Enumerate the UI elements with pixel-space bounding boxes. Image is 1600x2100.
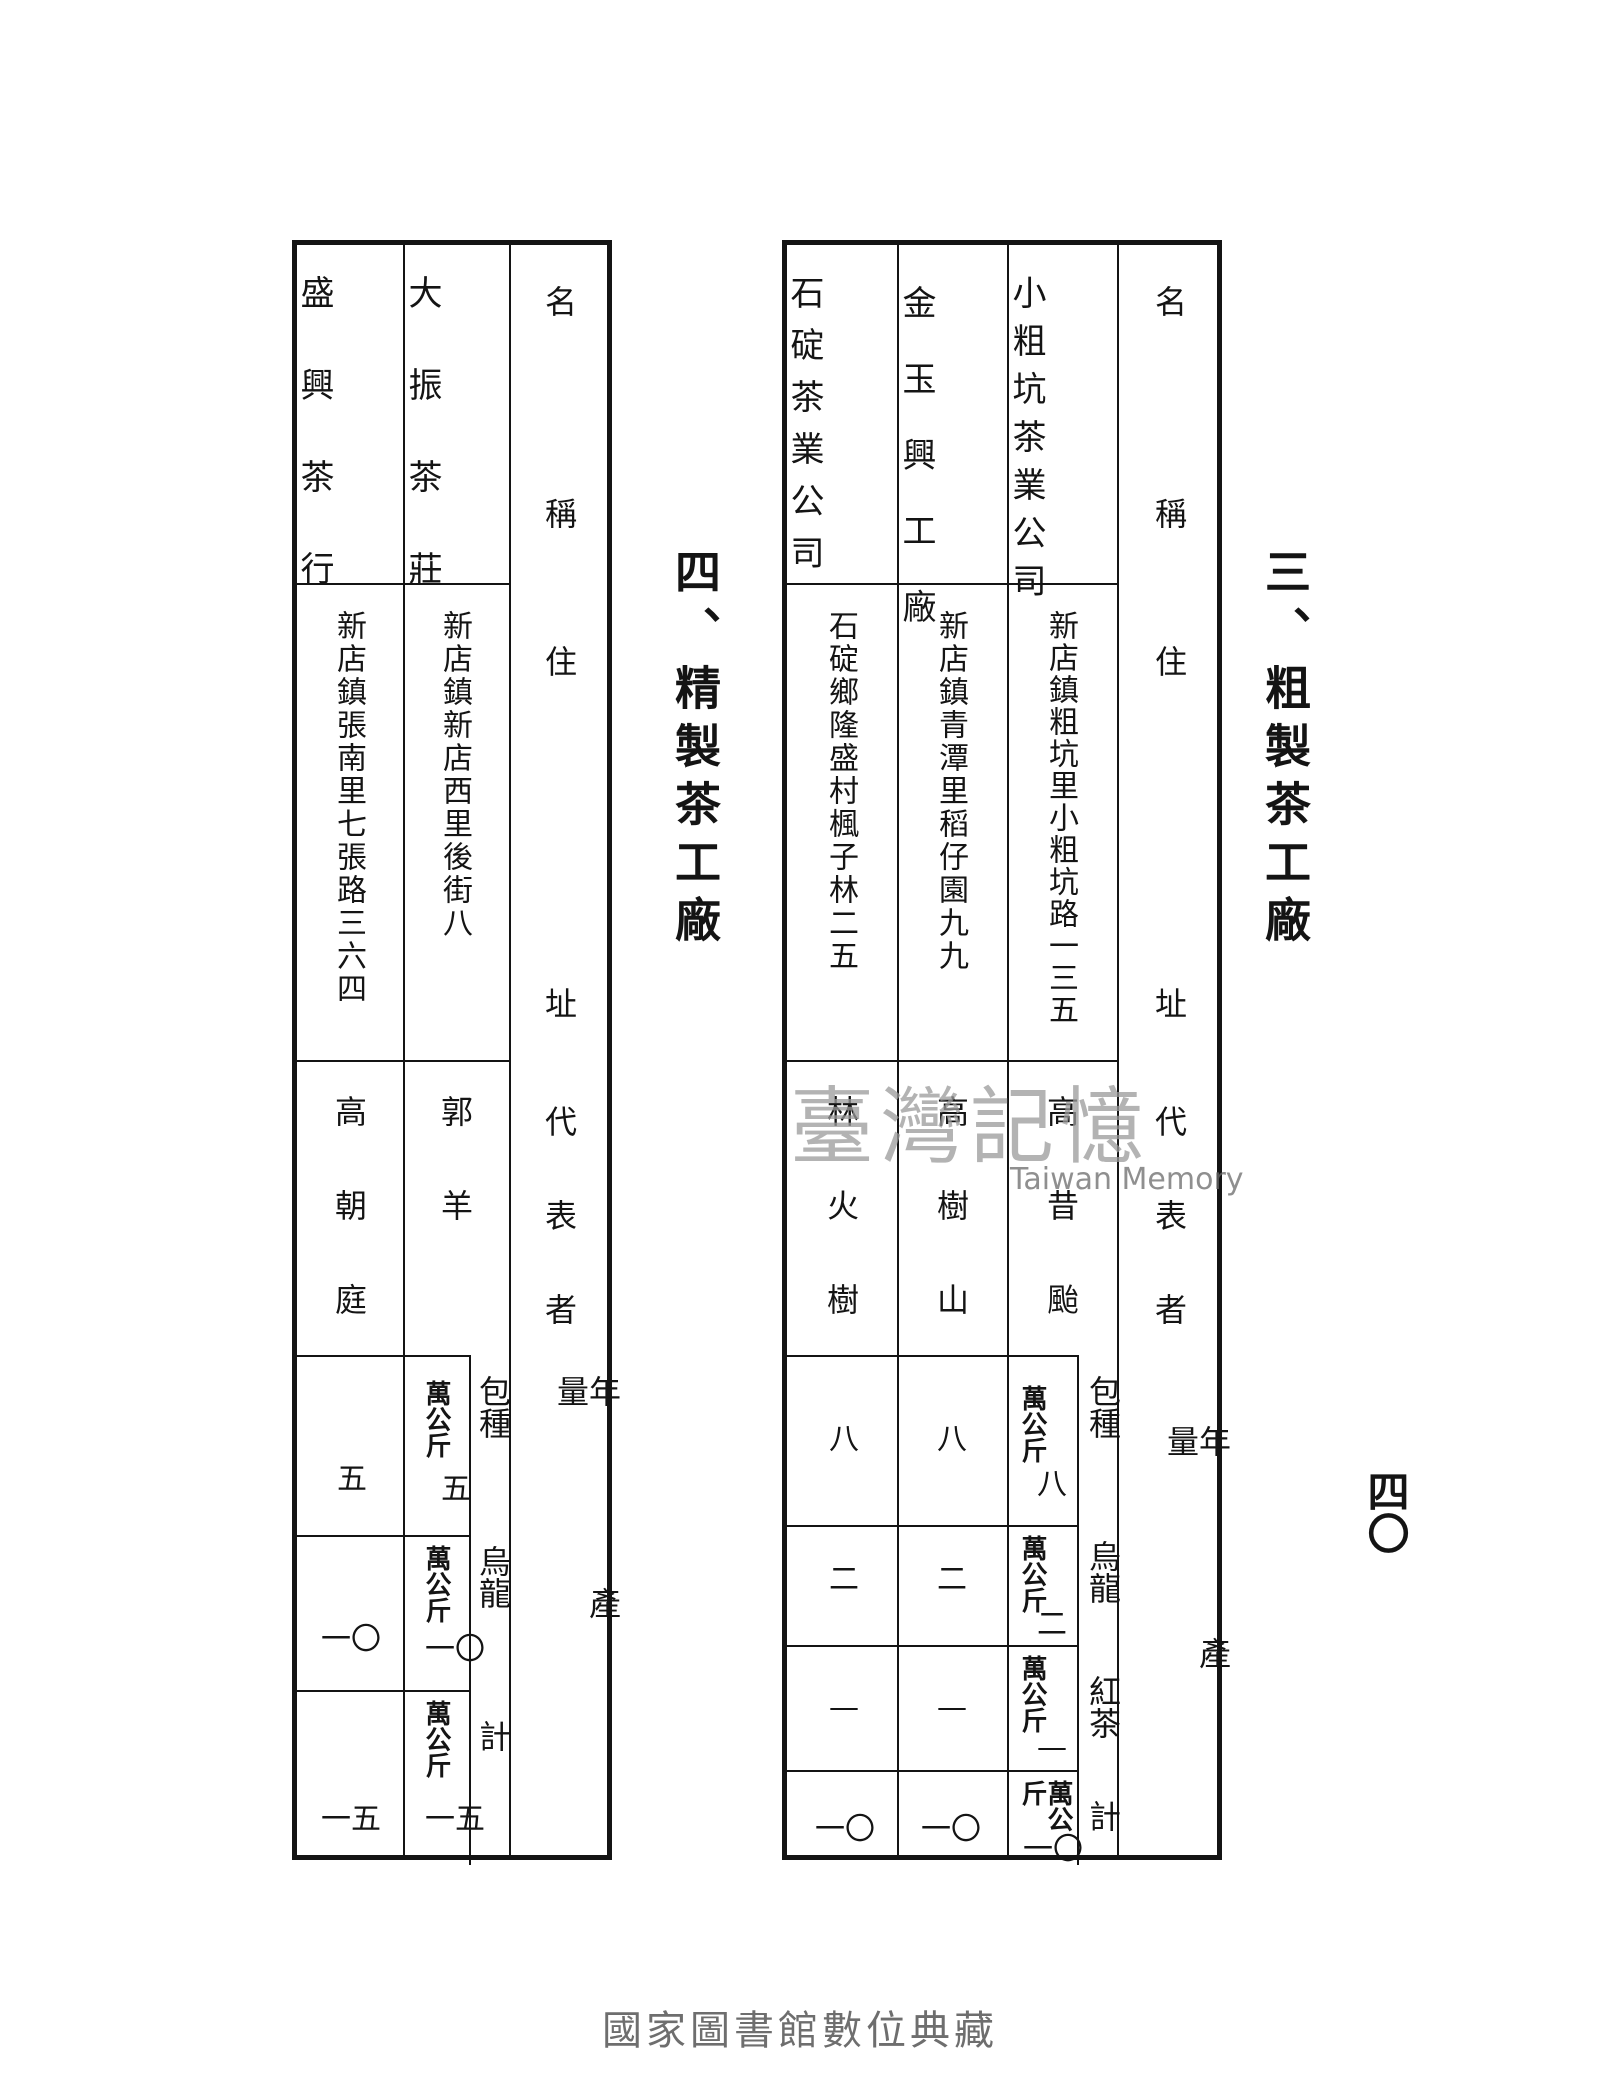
cell-address: 石碇鄉隆盛村楓子林二五 <box>823 610 858 973</box>
value-baozhong: 五 <box>441 1472 471 1507</box>
table-row: 金玉興工廠 <box>896 245 1009 1855</box>
watermark-chinese: 臺灣記憶 <box>790 1078 1151 1176</box>
cell-name: 石碇茶業公司 <box>784 275 824 587</box>
taiwan-memory-watermark: 臺灣記憶 Taiwan Memory <box>790 1060 1250 1210</box>
value-total: 一〇 <box>921 1812 981 1847</box>
cell-name: 小粗坑茶業公司 <box>1006 275 1046 611</box>
unit-label: 萬公斤 <box>1017 1655 1047 1733</box>
header-annual-output: 年產量 <box>552 1375 622 1799</box>
unit-label: 萬公斤 <box>1017 1385 1047 1463</box>
value-black: — <box>1037 1730 1067 1765</box>
header-rep: 代表者 <box>540 1105 578 1387</box>
value-baozhong: 八 <box>937 1422 967 1457</box>
header-rep: 代表者 <box>1150 1105 1188 1387</box>
subheader-black: 紅茶 <box>1084 1675 1122 1739</box>
header-column: 名稱 住址 代表者 年產量 <box>509 245 622 1855</box>
unit-label: 萬公斤 <box>1017 1535 1047 1613</box>
subheader-oolong: 烏龍 <box>1084 1540 1122 1604</box>
value-oolong: 二 <box>829 1562 859 1597</box>
cell-name: 盛興茶行 <box>294 275 334 643</box>
header-address: 住址 <box>1150 645 1188 1329</box>
cell-address: 新店鎮青潭里稻仔園九九 <box>933 610 968 973</box>
subheader-oolong: 烏龍 <box>474 1545 512 1609</box>
cell-representative: 郭羊 <box>436 1095 474 1283</box>
unit-label: 萬公斤 <box>421 1380 451 1458</box>
value-baozhong: 八 <box>1037 1467 1067 1502</box>
cell-representative: 高樹山 <box>932 1095 970 1377</box>
value-total: 一五 <box>425 1802 485 1837</box>
cell-name: 金玉興工廠 <box>896 285 936 665</box>
footer-credit: 國家圖書館數位典藏 <box>602 2008 998 2054</box>
value-black: — <box>937 1690 967 1725</box>
value-oolong: 一〇 <box>425 1632 485 1667</box>
value-baozhong: 五 <box>337 1462 367 1497</box>
header-address: 住址 <box>540 645 578 1329</box>
value-total: 一五 <box>321 1802 381 1837</box>
value-total: 一〇 <box>1023 1832 1083 1867</box>
unit-label: 萬公斤 <box>1017 1780 1073 1832</box>
subheader-total: 計 <box>1084 1800 1122 1832</box>
cell-representative: 高朝庭 <box>330 1095 368 1377</box>
section3-title: 三、粗製茶工廠 <box>1258 548 1312 954</box>
cell-name: 大振茶莊 <box>402 275 442 643</box>
value-oolong: 二 <box>1037 1607 1067 1642</box>
watermark-english: Taiwan Memory <box>1010 1162 1244 1197</box>
table-row: 盛興茶行 <box>294 245 403 1855</box>
cell-representative: 林火樹 <box>822 1095 860 1377</box>
header-name: 名稱 <box>540 285 578 709</box>
subheader-baozhong: 包種 <box>474 1375 512 1439</box>
table-row: 石碇茶業公司 <box>784 245 897 1855</box>
table-refined-tea-factories: 名稱 住址 代表者 年產量 包種 烏龍 計 大振茶莊 盛興茶行 新店鎮新店西里後… <box>292 240 622 1865</box>
value-baozhong: 八 <box>829 1422 859 1457</box>
section4-title: 四、精製茶工廠 <box>668 548 722 954</box>
table-row: 大振茶莊 <box>402 245 511 1855</box>
header-annual-output: 年產量 <box>1162 1425 1232 1849</box>
unit-label: 萬公斤 <box>421 1545 451 1623</box>
cell-address: 新店鎮粗坑里小粗坑路一三五 <box>1043 610 1078 1026</box>
cell-address: 新店鎮新店西里後街八 <box>437 610 472 940</box>
page-number: 四〇 <box>1361 1470 1410 1554</box>
subheader-baozhong: 包種 <box>1084 1375 1122 1439</box>
subheader-total: 計 <box>474 1720 512 1752</box>
cell-address: 新店鎮張南里七張路三六四 <box>331 610 366 1006</box>
table-row: 小粗坑茶業公司 <box>1006 245 1119 1855</box>
value-oolong: 二 <box>937 1562 967 1597</box>
value-oolong: 一〇 <box>321 1622 381 1657</box>
header-name: 名稱 <box>1150 285 1188 709</box>
header-column: 名稱 住址 代表者 年產量 <box>1117 245 1232 1855</box>
value-total: 一〇 <box>815 1812 875 1847</box>
table-crude-tea-factories: 名稱 住址 代表者 年產量 包種 烏龍 紅茶 計 小粗坑茶業公司 金玉興工廠 石… <box>782 240 1232 1865</box>
unit-label: 萬公斤 <box>421 1700 451 1778</box>
value-black: — <box>829 1690 859 1725</box>
cell-representative: 高昔颱 <box>1042 1095 1080 1377</box>
